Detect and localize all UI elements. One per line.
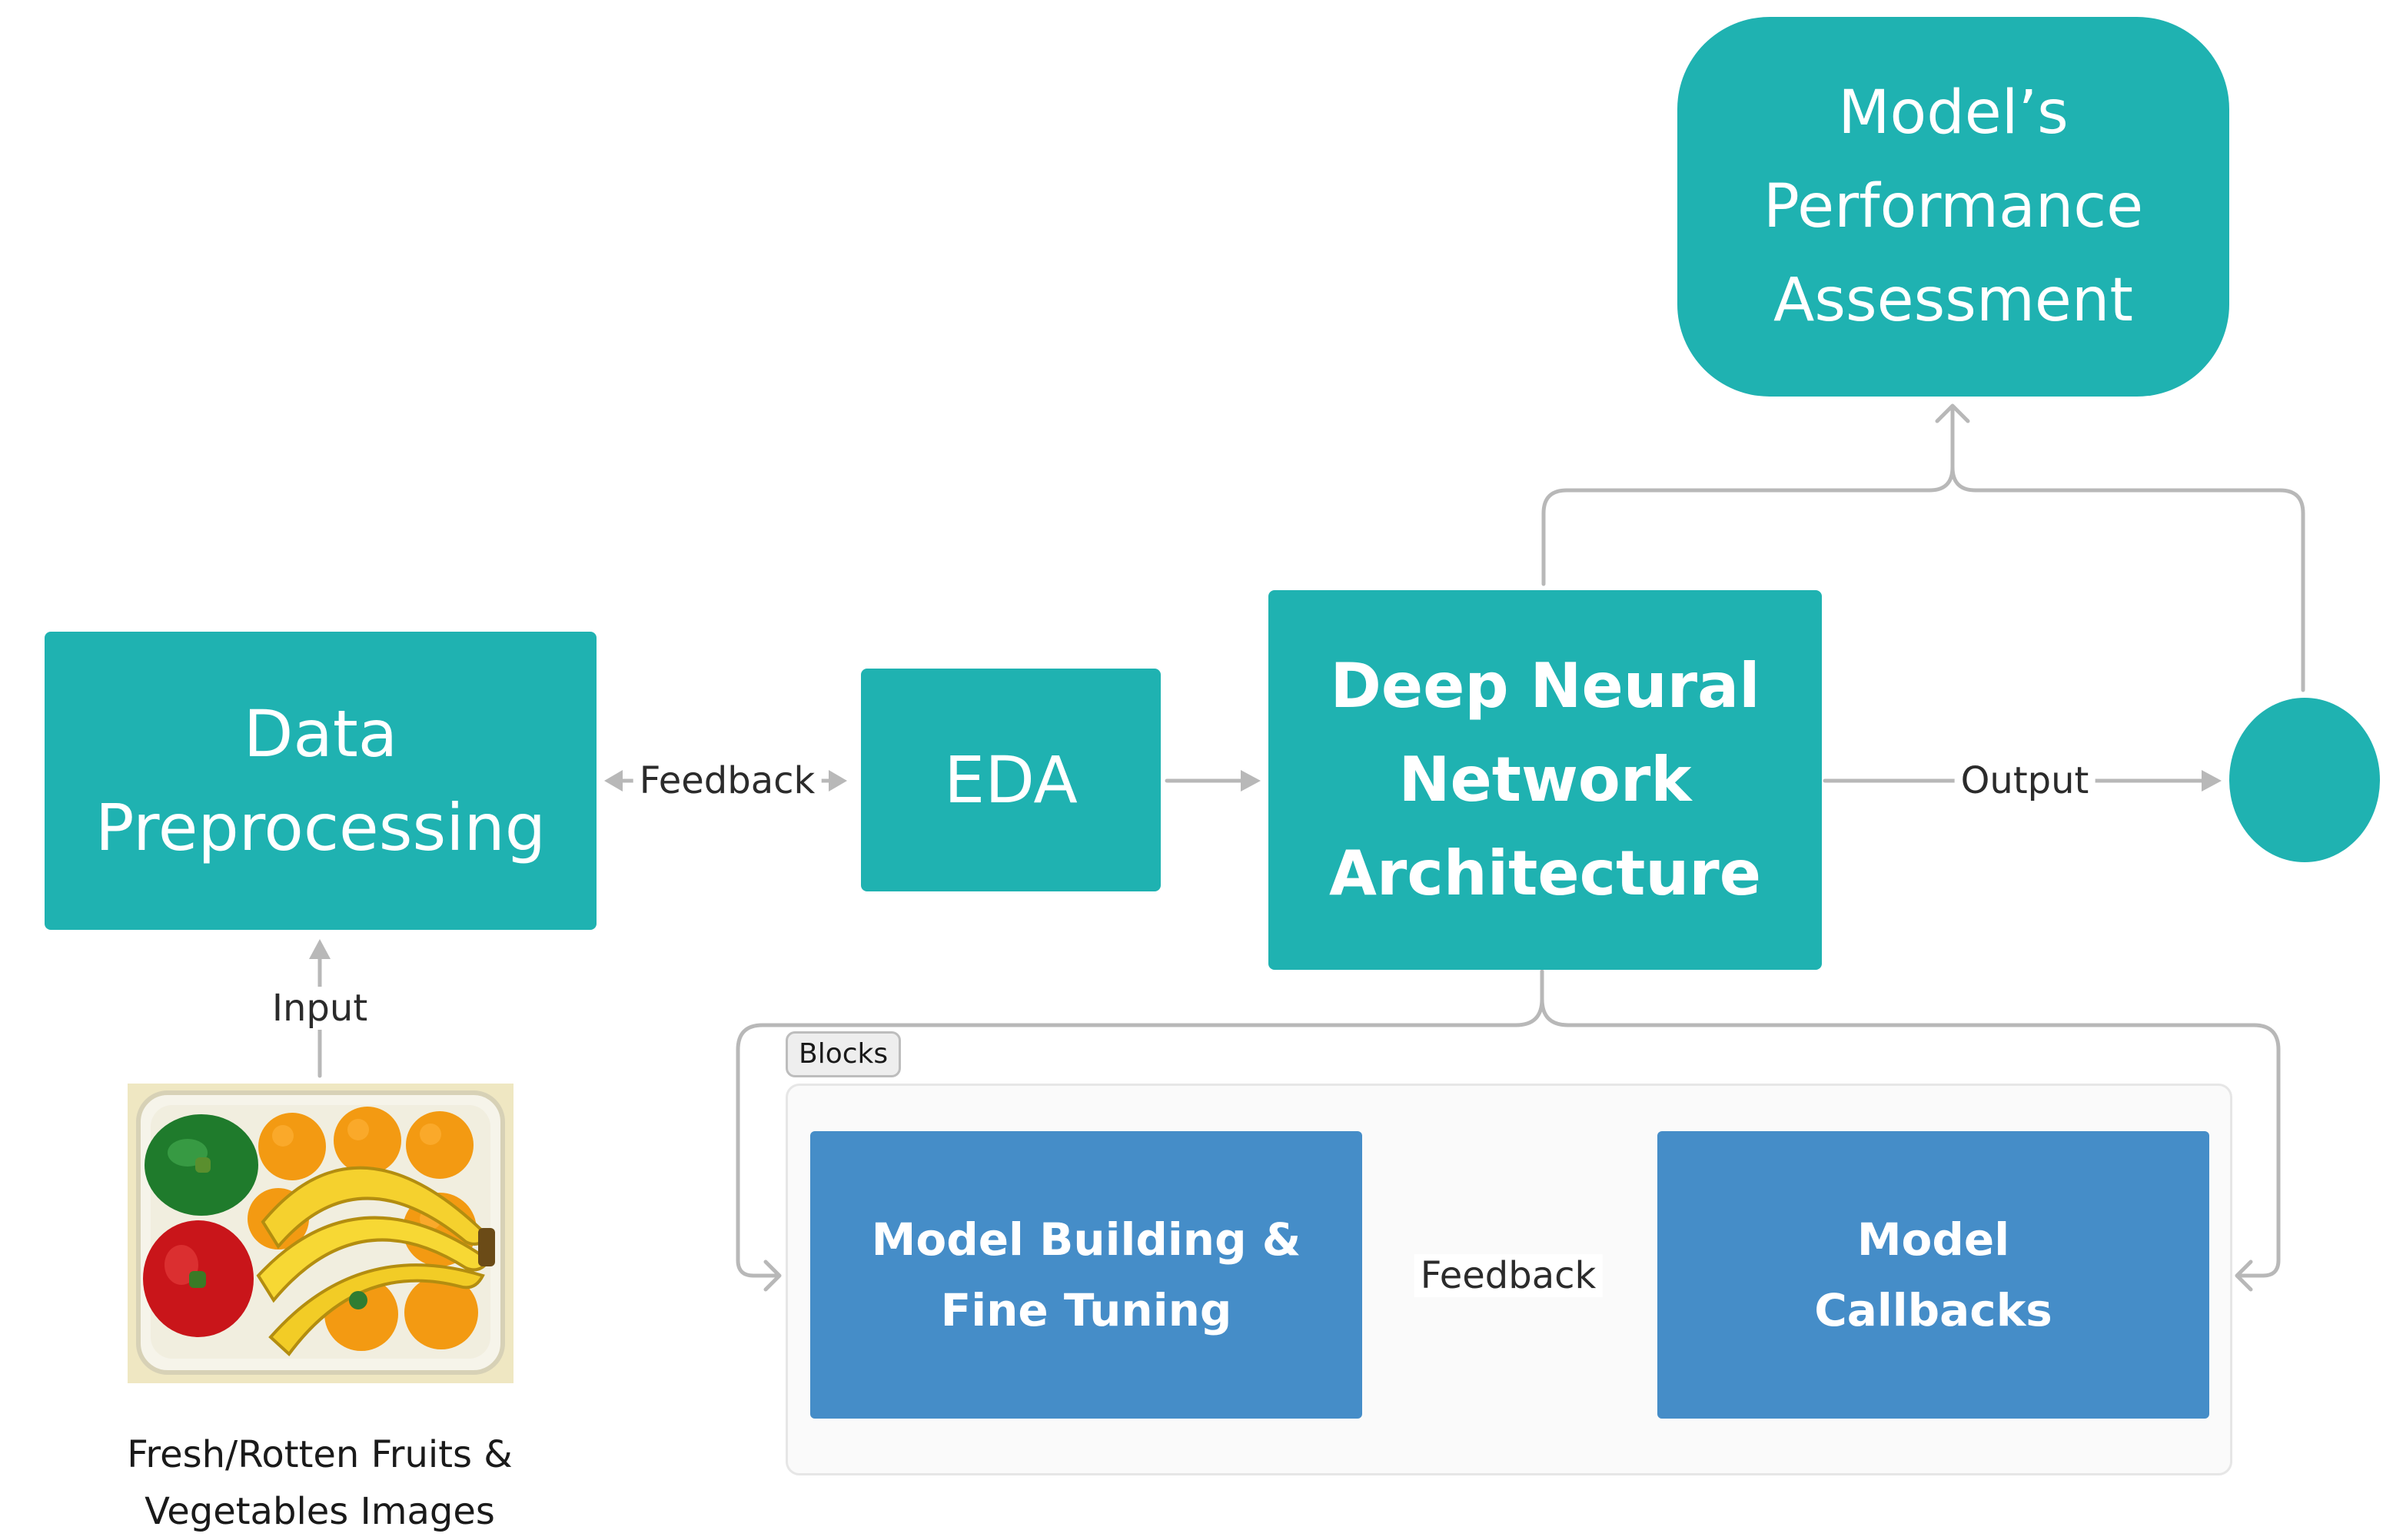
- arrowhead-blocks-left: [763, 1260, 782, 1292]
- blocks-group-label: Blocks: [786, 1031, 902, 1077]
- model-callbacks-line-1: Model: [1856, 1213, 2010, 1266]
- caption-line-2: Vegetables Images: [145, 1490, 495, 1533]
- arrowhead-feedback-right: [829, 770, 847, 792]
- performance-line-3: Assessment: [1773, 266, 2133, 335]
- caption-line-1: Fresh/Rotten Fruits &: [127, 1433, 513, 1476]
- eda-label: EDA: [944, 742, 1078, 818]
- dnn-line-2: Network: [1398, 744, 1692, 815]
- arrowhead-output: [2202, 770, 2222, 792]
- fruit-basket-image: [128, 1084, 513, 1383]
- performance-line-1: Model’s: [1838, 78, 2069, 148]
- output-label: Output: [1954, 759, 2096, 802]
- feedback-label-top: Feedback: [633, 759, 822, 802]
- arrowhead-blocks-right: [2235, 1260, 2253, 1292]
- model-building-line-2: Fine Tuning: [940, 1284, 1232, 1336]
- data-preprocessing-line-1: Data: [243, 696, 398, 772]
- arrowhead-feedback-left: [604, 770, 623, 792]
- arrowhead-input: [309, 939, 331, 959]
- dnn-to-blocks-right-connector: [1540, 997, 2281, 1278]
- model-callbacks-node: Model Callbacks: [1657, 1131, 2209, 1419]
- feedback-label-bottom: Feedback: [1414, 1254, 1603, 1297]
- dnn-line-3: Architecture: [1329, 838, 1761, 909]
- eda-node: EDA: [861, 669, 1161, 891]
- model-callbacks-line-2: Callbacks: [1814, 1284, 2052, 1336]
- arrowhead-performance: [1935, 403, 1970, 423]
- input-image-caption: Fresh/Rotten Fruits & Vegetables Images: [127, 1426, 512, 1540]
- performance-assessment-node: Model’s Performance Assessment: [1677, 17, 2229, 397]
- dnn-to-performance-connector: [1541, 405, 1955, 586]
- circle-to-performance-connector: [1950, 465, 2305, 692]
- performance-line-2: Performance: [1763, 172, 2144, 241]
- dnn-line-1: Deep Neural: [1330, 650, 1760, 722]
- data-preprocessing-node: Data Preprocessing: [45, 632, 597, 930]
- input-label: Input: [265, 987, 374, 1030]
- model-building-node: Model Building & Fine Tuning: [810, 1131, 1362, 1419]
- arrowhead-to-dnn: [1241, 770, 1261, 792]
- data-preprocessing-line-2: Preprocessing: [95, 790, 547, 865]
- dnn-architecture-node: Deep Neural Network Architecture: [1268, 590, 1822, 970]
- output-circle-node: [2229, 698, 2380, 862]
- model-building-line-1: Model Building &: [871, 1213, 1301, 1266]
- dnn-to-blocks-left-connector: [736, 969, 1544, 1278]
